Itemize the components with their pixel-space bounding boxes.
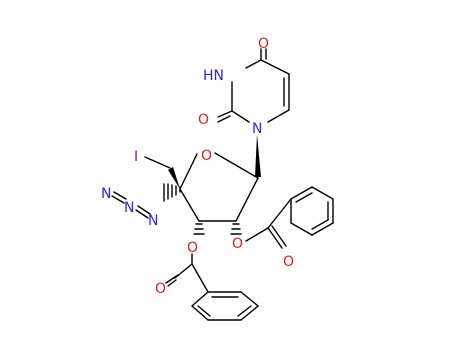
azide-bonds <box>111 191 151 219</box>
azide-terminal-n-label: N <box>101 186 111 202</box>
ch2-iodine-bond <box>144 156 171 169</box>
uracil-ring-bonds <box>217 48 290 123</box>
iodine-label: I <box>134 149 138 165</box>
uracil-n1-label: N <box>252 121 262 137</box>
ribose-ring-bonds <box>179 152 259 222</box>
c3-carbonyl-oxygen-label: O <box>155 281 166 297</box>
n1-c1-wedge-bond <box>255 134 261 177</box>
c3-ester-oxygen-label: O <box>187 240 198 256</box>
c2-o-hashed-bond <box>230 223 242 235</box>
uracil-o2-label: O <box>198 112 209 128</box>
azide-hashed-bond <box>163 183 181 202</box>
ribose-ring-oxygen-label: O <box>201 148 212 164</box>
c2-ester-oxygen-label: O <box>232 236 243 252</box>
c2-benzoate-bonds <box>245 186 334 249</box>
c2-carbonyl-oxygen-label: O <box>283 254 294 270</box>
azide-middle-n-label: N <box>124 200 134 216</box>
uracil-n3-label: HN <box>203 68 224 84</box>
c3-benzoate-bonds <box>165 253 259 321</box>
c3-o-hashed-bond <box>193 223 205 235</box>
c4-ch2-wedge-bond <box>168 167 180 189</box>
azide-proximal-n-label: N <box>148 213 158 229</box>
uracil-o4-label: O <box>258 36 269 52</box>
